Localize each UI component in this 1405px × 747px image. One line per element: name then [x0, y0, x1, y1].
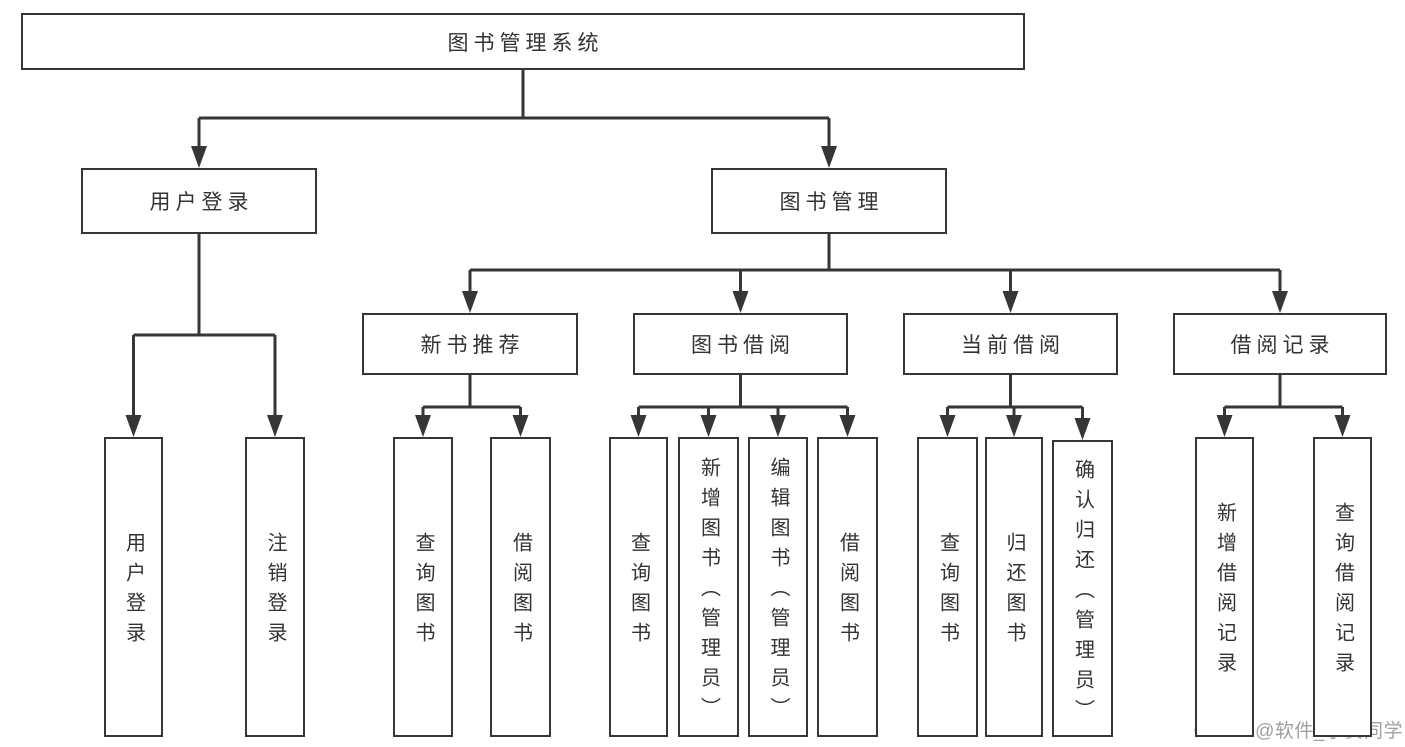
node-label: 图书借阅	[691, 334, 795, 357]
node-label: 编辑图书（管理员）	[767, 457, 789, 727]
node-leaf-bb-query: 查询图书	[609, 437, 668, 737]
node-label: 查询借阅记录	[1331, 502, 1354, 682]
node-borrow-record: 借阅记录	[1173, 313, 1387, 375]
node-label: 查询图书	[412, 532, 434, 652]
node-label: 新书推荐	[420, 334, 525, 357]
node-book-mgmt: 图书管理	[711, 168, 947, 234]
node-leaf-logout: 注销登录	[245, 437, 305, 737]
node-leaf-br-query: 查询借阅记录	[1313, 437, 1372, 737]
node-user-login: 用户登录	[81, 168, 317, 234]
node-leaf-nbr-borrow: 借阅图书	[490, 437, 551, 737]
node-leaf-bb-add: 新增图书（管理员）	[678, 437, 739, 737]
node-leaf-cb-confirm: 确认归还（管理员）	[1052, 440, 1113, 737]
node-label: 借阅图书	[509, 532, 532, 652]
node-label: 用户登录	[149, 191, 254, 214]
node-leaf-cb-query: 查询图书	[917, 437, 978, 737]
node-book-borrow: 图书借阅	[633, 313, 848, 375]
node-label: 新增图书（管理员）	[697, 457, 720, 727]
node-leaf-nbr-query: 查询图书	[393, 437, 453, 737]
node-root: 图书管理系统	[21, 13, 1025, 70]
node-label: 用户登录	[122, 532, 145, 652]
node-leaf-bb-borrow: 借阅图书	[817, 437, 878, 737]
node-leaf-br-add: 新增借阅记录	[1195, 437, 1254, 737]
node-label: 查询图书	[936, 532, 959, 652]
node-label: 新增借阅记录	[1213, 502, 1236, 682]
node-label: 图书管理	[779, 191, 884, 214]
node-current-borrow: 当前借阅	[903, 313, 1118, 375]
node-leaf-user-login: 用户登录	[104, 437, 163, 737]
node-label: 借阅图书	[836, 532, 859, 652]
node-label: 查询图书	[627, 532, 650, 652]
node-new-book-rec: 新书推荐	[362, 313, 578, 375]
node-leaf-cb-return: 归还图书	[985, 437, 1043, 737]
node-label: 借阅记录	[1230, 334, 1335, 357]
node-leaf-bb-edit: 编辑图书（管理员）	[748, 437, 808, 737]
node-label: 确认归还（管理员）	[1071, 458, 1094, 729]
node-label: 注销登录	[264, 532, 286, 652]
node-label: 当前借阅	[961, 334, 1065, 357]
node-label: 归还图书	[1003, 532, 1025, 652]
node-label: 图书管理系统	[447, 31, 604, 55]
